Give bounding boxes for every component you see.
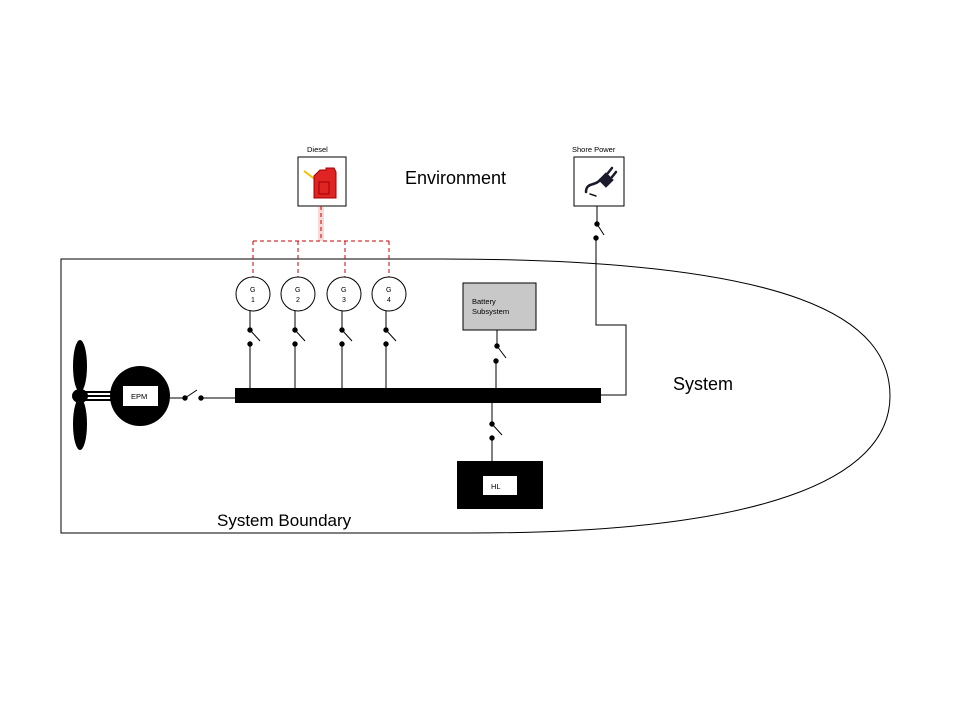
generator-1-number: 1 [251,297,255,304]
breaker-g4 [383,311,397,389]
system-boundary-label: System Boundary [217,511,352,530]
generator-2-letter: G [295,287,300,294]
battery-breaker [493,330,507,389]
fuel-line-shadow [318,207,324,241]
generator-1-letter: G [250,287,255,294]
generator-4-letter: G [386,287,391,294]
propeller-icon [72,340,112,450]
system-label: System [673,374,733,394]
epm-breaker [170,389,235,401]
generator-4: G 4 [371,276,407,312]
epm-label: EPM [131,392,147,401]
environment-label: Environment [405,168,506,188]
fuel-lines [252,206,390,277]
generator-3-letter: G [341,287,346,294]
hl-label: HL [491,482,501,491]
power-plug-icon [584,166,618,197]
generator-1: G 1 [235,276,271,312]
breaker-g1 [247,311,261,389]
hl-label-box [483,476,517,495]
battery-label-line1: Battery [472,297,496,306]
epm-label-box [123,386,158,406]
fuel-can-icon [303,167,337,199]
battery-label-line2: Subsystem [472,307,509,316]
main-bus [235,388,601,403]
shore-power-connection [593,206,627,396]
generator-3: G 3 [326,276,362,312]
generator-2-number: 2 [296,297,300,304]
generator-breakers [247,311,397,389]
battery-subsystem-box [462,282,537,331]
shore-power-label: Shore Power [572,145,616,154]
system-boundary-outline [60,258,891,534]
generator-4-number: 4 [387,297,391,304]
generator-2: G 2 [280,276,316,312]
generator-3-number: 3 [342,297,346,304]
diesel-label: Diesel [307,145,328,154]
breaker-g2 [292,311,306,389]
breaker-g3 [339,311,353,389]
hl-breaker [489,403,503,461]
